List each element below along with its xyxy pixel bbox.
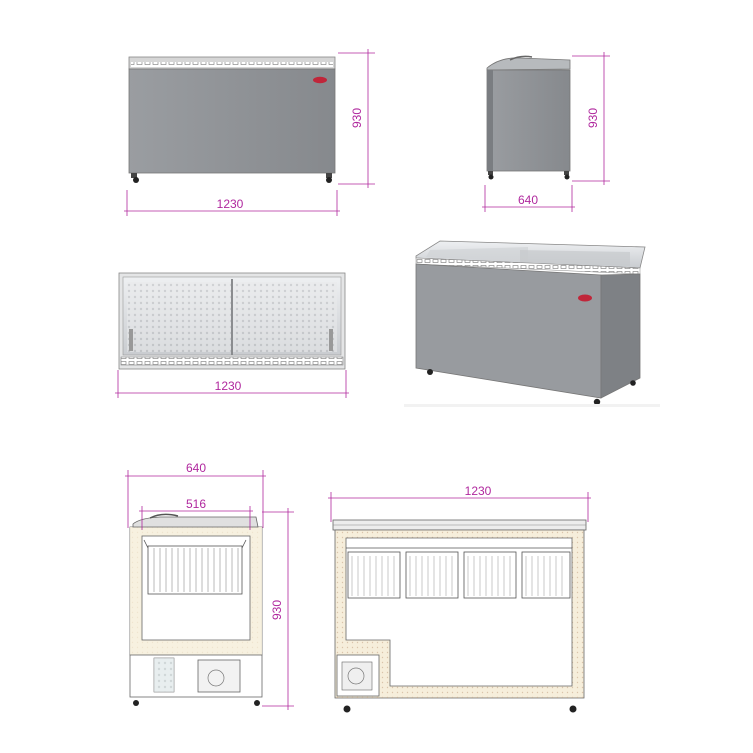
- side-height-dimension: 930: [586, 108, 600, 128]
- basket-wires: [153, 548, 239, 592]
- top-view: 1230: [115, 272, 349, 398]
- side-depth-dimension: 640: [518, 193, 538, 207]
- side-view: 640 930: [482, 52, 610, 212]
- caster-wheel: [427, 369, 433, 375]
- section-front-width-dimension: 1230: [465, 484, 492, 498]
- caster-wheel: [569, 705, 577, 713]
- front-width-dimension: 1230: [217, 197, 244, 211]
- side-section-view: 640 516 930: [125, 461, 294, 710]
- section-inner-dimension: 516: [186, 497, 206, 511]
- section-height-dimension: 930: [270, 600, 284, 620]
- brand-badge: [578, 294, 592, 302]
- front-height-dimension: 930: [350, 108, 364, 128]
- caster-wheel: [343, 705, 351, 713]
- caster-wheel: [564, 174, 570, 180]
- top-width-dimension: 1230: [215, 379, 242, 393]
- perspective-view: [404, 240, 660, 407]
- caster-wheel: [488, 174, 494, 180]
- caster-wheel: [133, 700, 139, 706]
- brand-badge: [313, 76, 327, 84]
- front-view: 1230 930: [124, 49, 375, 216]
- caster-wheel: [133, 177, 139, 183]
- caster-wheel: [630, 380, 636, 386]
- basket-row: [346, 547, 572, 599]
- caster-wheel: [326, 177, 332, 183]
- caster-wheel: [254, 700, 260, 706]
- section-depth-dimension: 640: [186, 461, 206, 475]
- front-section-view: 1230: [328, 484, 591, 713]
- caster-wheel: [593, 398, 601, 406]
- front-basket-wires: [351, 556, 563, 596]
